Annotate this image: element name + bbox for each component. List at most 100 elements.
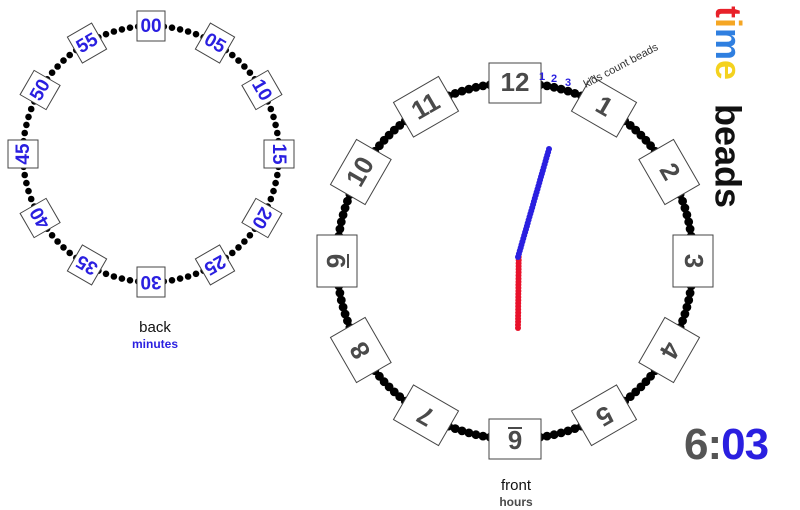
bead — [274, 129, 281, 137]
label-plate — [136, 266, 166, 298]
bead — [680, 203, 690, 213]
bead — [542, 431, 552, 441]
count-note: kids count beads — [582, 41, 661, 91]
bead — [229, 51, 236, 59]
bead — [678, 196, 687, 206]
count-number-3: 3 — [565, 77, 571, 89]
bead — [118, 26, 126, 33]
label-plate — [672, 234, 714, 288]
bead — [23, 121, 30, 129]
hour-marker-4: 4 — [638, 316, 701, 384]
label-plate — [241, 197, 283, 239]
bead — [192, 270, 200, 278]
label-plate — [570, 75, 638, 138]
bead — [21, 171, 29, 179]
hour-marker-5: 5 — [570, 384, 638, 447]
bead — [110, 28, 118, 35]
minute-marker-45: 45 — [7, 139, 39, 169]
bead — [176, 275, 184, 282]
label-plate — [194, 22, 236, 64]
bead — [478, 431, 488, 441]
minute-marker-40: 40 — [19, 197, 61, 239]
digital-time: 6:03 — [684, 420, 769, 470]
bead — [556, 84, 566, 94]
minute-marker-00: 00 — [136, 10, 166, 42]
logo-word-beads: beads — [708, 104, 749, 208]
bead — [246, 69, 254, 76]
bead — [25, 187, 32, 195]
minute-marker-25: 25 — [194, 244, 236, 286]
hour-marker-11: 11 — [392, 75, 460, 138]
bead — [343, 316, 352, 326]
front-caption: front hours — [481, 478, 551, 510]
hour-marker-3: 3 — [672, 234, 714, 288]
label-plate — [136, 10, 166, 42]
label-plate — [638, 316, 701, 384]
bead — [450, 89, 460, 98]
minute-marker-20: 20 — [241, 197, 283, 239]
label-plate — [19, 197, 61, 239]
label-plate — [66, 22, 108, 64]
label-plate — [329, 316, 392, 384]
count-hint: 1 2 3 kids count beads — [539, 41, 661, 91]
minute-marker-55: 55 — [66, 22, 108, 64]
label-plate — [66, 244, 108, 286]
hour-label: 6 — [508, 425, 522, 455]
bead — [246, 232, 254, 239]
hour-marker-1: 1 — [570, 75, 638, 138]
logo-word-time: time — [708, 6, 749, 80]
bead — [176, 26, 184, 33]
bead — [563, 426, 573, 436]
time-minutes: 03 — [721, 420, 769, 469]
bead — [272, 121, 279, 129]
bead-hand — [515, 146, 552, 331]
label-plate — [241, 69, 283, 111]
bead — [478, 81, 488, 91]
bead — [60, 57, 67, 64]
bead — [556, 428, 566, 438]
bead — [27, 195, 35, 203]
label-plate — [392, 384, 460, 447]
bead — [471, 430, 481, 440]
bead — [54, 63, 61, 70]
hour-marker-9: 9 — [316, 234, 358, 288]
minute-label: 45 — [13, 143, 34, 165]
minute-marker-30: 30 — [136, 266, 166, 298]
bead — [235, 244, 242, 251]
bead — [542, 81, 552, 91]
count-number-1: 1 — [539, 71, 545, 83]
label-plate — [329, 138, 392, 206]
bead — [338, 302, 348, 312]
label-plate — [263, 139, 295, 169]
minute-label: 30 — [140, 271, 161, 292]
bead — [126, 24, 134, 32]
label-plate — [316, 234, 358, 288]
back-caption-sub: minutes — [131, 337, 178, 351]
time-hours: 6 — [684, 420, 709, 469]
bead — [464, 84, 474, 94]
bead — [336, 295, 346, 305]
bead — [184, 273, 192, 280]
bead — [684, 217, 694, 227]
hour-marker-10: 10 — [329, 138, 392, 206]
bead — [340, 203, 350, 213]
bead — [126, 277, 134, 284]
hour-label: 9 — [321, 254, 351, 268]
bead — [54, 238, 61, 245]
label-plate — [638, 138, 701, 206]
minute-marker-10: 10 — [241, 69, 283, 111]
bead — [563, 86, 573, 96]
bead — [168, 24, 176, 32]
bead — [685, 288, 695, 298]
bead — [685, 224, 695, 234]
bead — [549, 82, 559, 92]
bead — [272, 179, 279, 187]
label-plate — [19, 69, 61, 111]
bead — [335, 224, 345, 234]
bead — [48, 69, 56, 76]
bead — [464, 428, 474, 438]
bead — [60, 244, 67, 251]
bead — [229, 249, 236, 257]
bead — [48, 232, 56, 239]
back-caption-title: back — [139, 319, 171, 336]
